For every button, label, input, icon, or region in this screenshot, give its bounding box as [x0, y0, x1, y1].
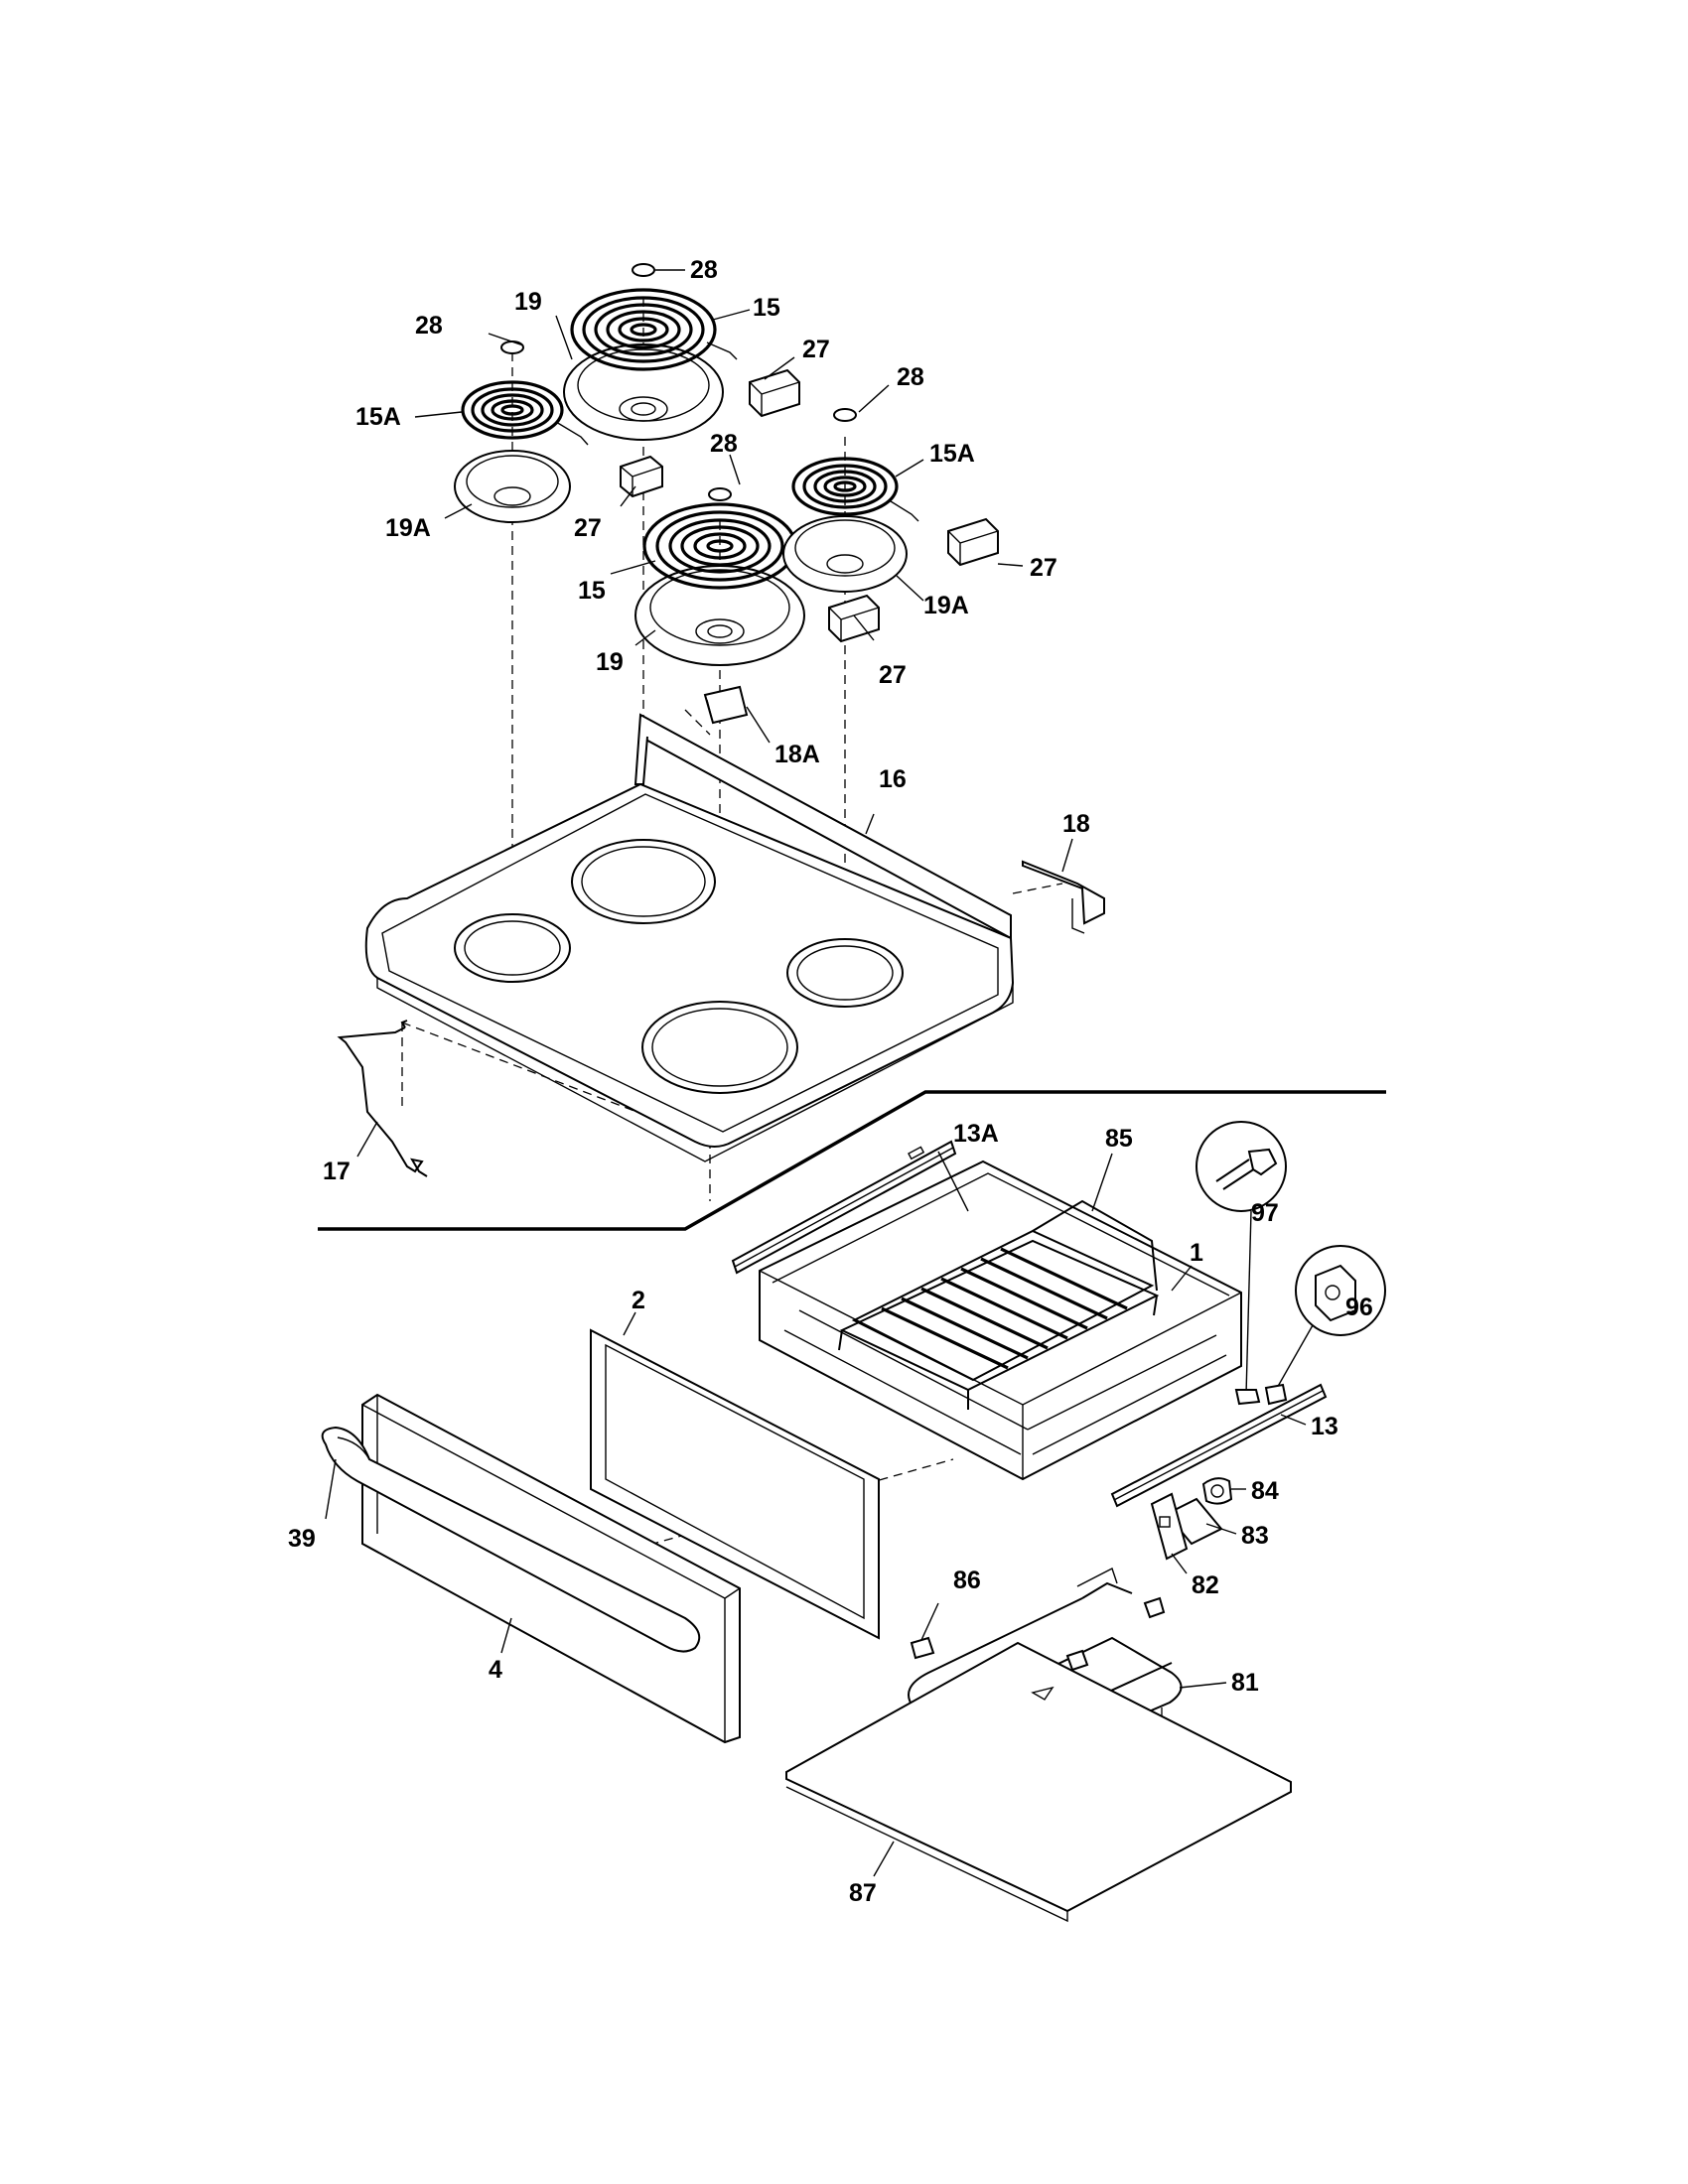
- callout-2: 2: [632, 1287, 645, 1314]
- callout-15a-right: 15A: [929, 440, 975, 468]
- drawer-bottom-panel: [785, 1641, 1292, 1923]
- callout-82: 82: [1192, 1571, 1219, 1599]
- drawer-slide-left-13a: [731, 1140, 957, 1275]
- drip-bowl-large-rear: [563, 343, 724, 441]
- callout-28-left: 28: [415, 312, 443, 340]
- callout-19a-right: 19A: [923, 592, 969, 619]
- callout-18: 18: [1062, 810, 1090, 838]
- element-caps: [500, 263, 857, 501]
- leader-lines: [325, 269, 1307, 1877]
- callout-86: 86: [953, 1567, 981, 1594]
- callout-28-top: 28: [690, 256, 718, 284]
- callout-19a-left: 19A: [385, 514, 431, 542]
- callout-27-right: 27: [1030, 554, 1057, 582]
- callout-27-center: 27: [879, 661, 907, 689]
- drawer-slide-right-13: [1110, 1383, 1328, 1508]
- callout-27-left: 27: [574, 514, 602, 542]
- section-separator: [318, 1090, 1386, 1231]
- main-top-cooktop: [364, 713, 1015, 1162]
- callout-84: 84: [1251, 1477, 1279, 1505]
- callout-85: 85: [1105, 1125, 1133, 1153]
- screw-clip-installed: [1234, 1383, 1288, 1406]
- callout-13a: 13A: [953, 1120, 999, 1148]
- drawer-body: [759, 1160, 1242, 1481]
- drawer-handle: [321, 1426, 701, 1653]
- callout-15-center: 15: [578, 577, 606, 605]
- clip-96-detail: [1275, 1245, 1386, 1391]
- callout-39: 39: [288, 1525, 316, 1553]
- switch-84: [1201, 1477, 1233, 1505]
- bracket-82: [1150, 1492, 1189, 1561]
- callout-4: 4: [489, 1656, 502, 1684]
- drip-bowl-small-right: [782, 515, 908, 593]
- drip-bowl-small-left: [454, 450, 571, 523]
- callout-18a: 18A: [774, 741, 820, 768]
- callout-labels: 28 19 15 28 27 28 15A 28 15A 19A 27 27 1…: [288, 256, 1373, 1907]
- screw-97-detail: [1196, 1121, 1287, 1396]
- callout-16: 16: [879, 765, 907, 793]
- callout-28-right: 28: [897, 363, 924, 391]
- callout-87: 87: [849, 1879, 877, 1907]
- callout-15-top: 15: [753, 294, 780, 322]
- surface-element-large-rear: [570, 288, 738, 371]
- callout-1: 1: [1190, 1239, 1203, 1267]
- callout-19-center: 19: [596, 648, 624, 676]
- callout-17: 17: [323, 1158, 351, 1185]
- callout-96: 96: [1345, 1294, 1373, 1321]
- top-hinge-rod-17: [337, 1020, 428, 1177]
- drawer-rack: [838, 1199, 1160, 1410]
- callout-13: 13: [1311, 1413, 1338, 1440]
- callout-27-top: 27: [802, 336, 830, 363]
- callout-15a-left: 15A: [355, 403, 401, 431]
- drawer-inner-panel: [590, 1328, 880, 1640]
- callout-28-center: 28: [710, 430, 738, 458]
- callout-19-top: 19: [514, 288, 542, 316]
- bracket-18a: [703, 685, 749, 725]
- surface-element-small-right: [791, 457, 919, 522]
- callout-97: 97: [1251, 1199, 1279, 1227]
- bracket-18: [1022, 860, 1105, 934]
- callout-83: 83: [1241, 1522, 1269, 1550]
- callout-81: 81: [1231, 1669, 1259, 1697]
- element-receptacles: [620, 368, 999, 643]
- surface-element-small-left: [461, 380, 589, 446]
